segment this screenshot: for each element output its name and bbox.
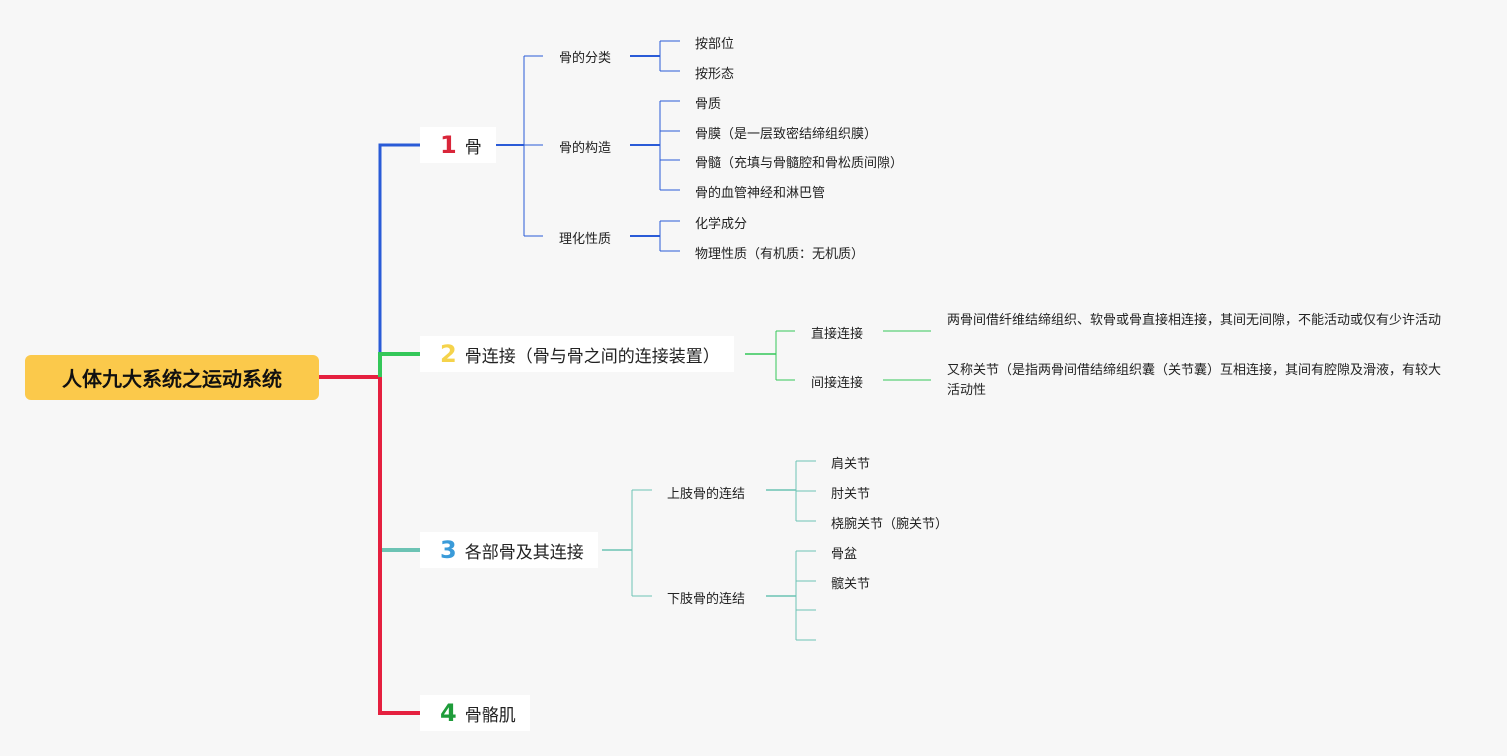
leaf-physical-properties[interactable]: 物理性质（有机质：无机质） bbox=[695, 247, 865, 262]
subtopic-bone-structure[interactable]: 骨的构造 bbox=[559, 141, 612, 156]
leaf-shoulder-joint[interactable]: 肩关节 bbox=[831, 457, 871, 472]
leaf-bone-marrow[interactable]: 骨髓（充填与骨髓腔和骨松质间隙） bbox=[695, 156, 904, 171]
branch-2-number: 2 bbox=[440, 340, 457, 368]
branch-1-connector bbox=[378, 143, 420, 377]
leaf-elbow-joint[interactable]: 肘关节 bbox=[831, 487, 871, 502]
root-topic[interactable]: 人体九大系统之运动系统 bbox=[25, 355, 319, 400]
branch-1-topic[interactable]: 1 骨 bbox=[420, 127, 496, 163]
leaf-wrist-joint[interactable]: 桡腕关节（腕关节） bbox=[831, 517, 949, 532]
leaf-by-shape[interactable]: 按形态 bbox=[695, 67, 735, 82]
subtopic-lower-limb[interactable]: 下肢骨的连结 bbox=[667, 592, 746, 607]
branch-2-topic[interactable]: 2 骨连接（骨与骨之间的连接装置） bbox=[420, 336, 734, 372]
branch-4-label: 骨骼肌 bbox=[464, 705, 516, 726]
leaf-hip-joint[interactable]: 髋关节 bbox=[831, 577, 871, 592]
branch-3-label: 各部骨及其连接 bbox=[464, 542, 584, 563]
branch-3-topic[interactable]: 3 各部骨及其连接 bbox=[420, 532, 598, 568]
branch-4-topic[interactable]: 4 骨骼肌 bbox=[420, 695, 530, 731]
branch-4-connector bbox=[378, 377, 420, 715]
subtopic-direct-joint[interactable]: 直接连接 bbox=[811, 327, 864, 342]
subtopic-upper-limb[interactable]: 上肢骨的连结 bbox=[667, 487, 746, 502]
branch-1-subtree-lines bbox=[494, 40, 680, 252]
branch-2-subtree-lines bbox=[745, 330, 931, 381]
branch-3-subtree-lines bbox=[602, 460, 816, 641]
subtopic-physicochemical[interactable]: 理化性质 bbox=[559, 232, 612, 247]
branch-3-connector bbox=[378, 377, 420, 552]
subtopic-bone-classification[interactable]: 骨的分类 bbox=[559, 51, 612, 66]
branch-2-label: 骨连接（骨与骨之间的连接装置） bbox=[464, 346, 720, 367]
leaf-by-location[interactable]: 按部位 bbox=[695, 37, 735, 52]
leaf-direct-joint-desc[interactable]: 两骨间借纤维结缔组织、软骨或骨直接相连接，其间无间隙，不能活动或仅有少许活动 bbox=[947, 313, 1442, 328]
leaf-periosteum[interactable]: 骨膜（是一层致密结缔组织膜） bbox=[695, 127, 878, 142]
leaf-bone-substance[interactable]: 骨质 bbox=[695, 97, 722, 112]
leaf-chemical-composition[interactable]: 化学成分 bbox=[695, 217, 748, 232]
leaf-indirect-joint-desc[interactable]: 又称关节（是指两骨间借结缔组织囊（关节囊）互相连接，其间有腔隙及滑液，有较大活动… bbox=[947, 363, 1442, 398]
branch-4-number: 4 bbox=[440, 699, 457, 727]
branch-3-number: 3 bbox=[440, 536, 457, 564]
branch-1-number: 1 bbox=[440, 131, 457, 159]
leaf-vessels-nerves[interactable]: 骨的血管神经和淋巴管 bbox=[695, 186, 826, 201]
branch-2-connector bbox=[378, 352, 420, 377]
subtopic-indirect-joint[interactable]: 间接连接 bbox=[811, 376, 864, 391]
leaf-pelvis[interactable]: 骨盆 bbox=[831, 547, 858, 562]
branch-1-label: 骨 bbox=[464, 137, 482, 158]
